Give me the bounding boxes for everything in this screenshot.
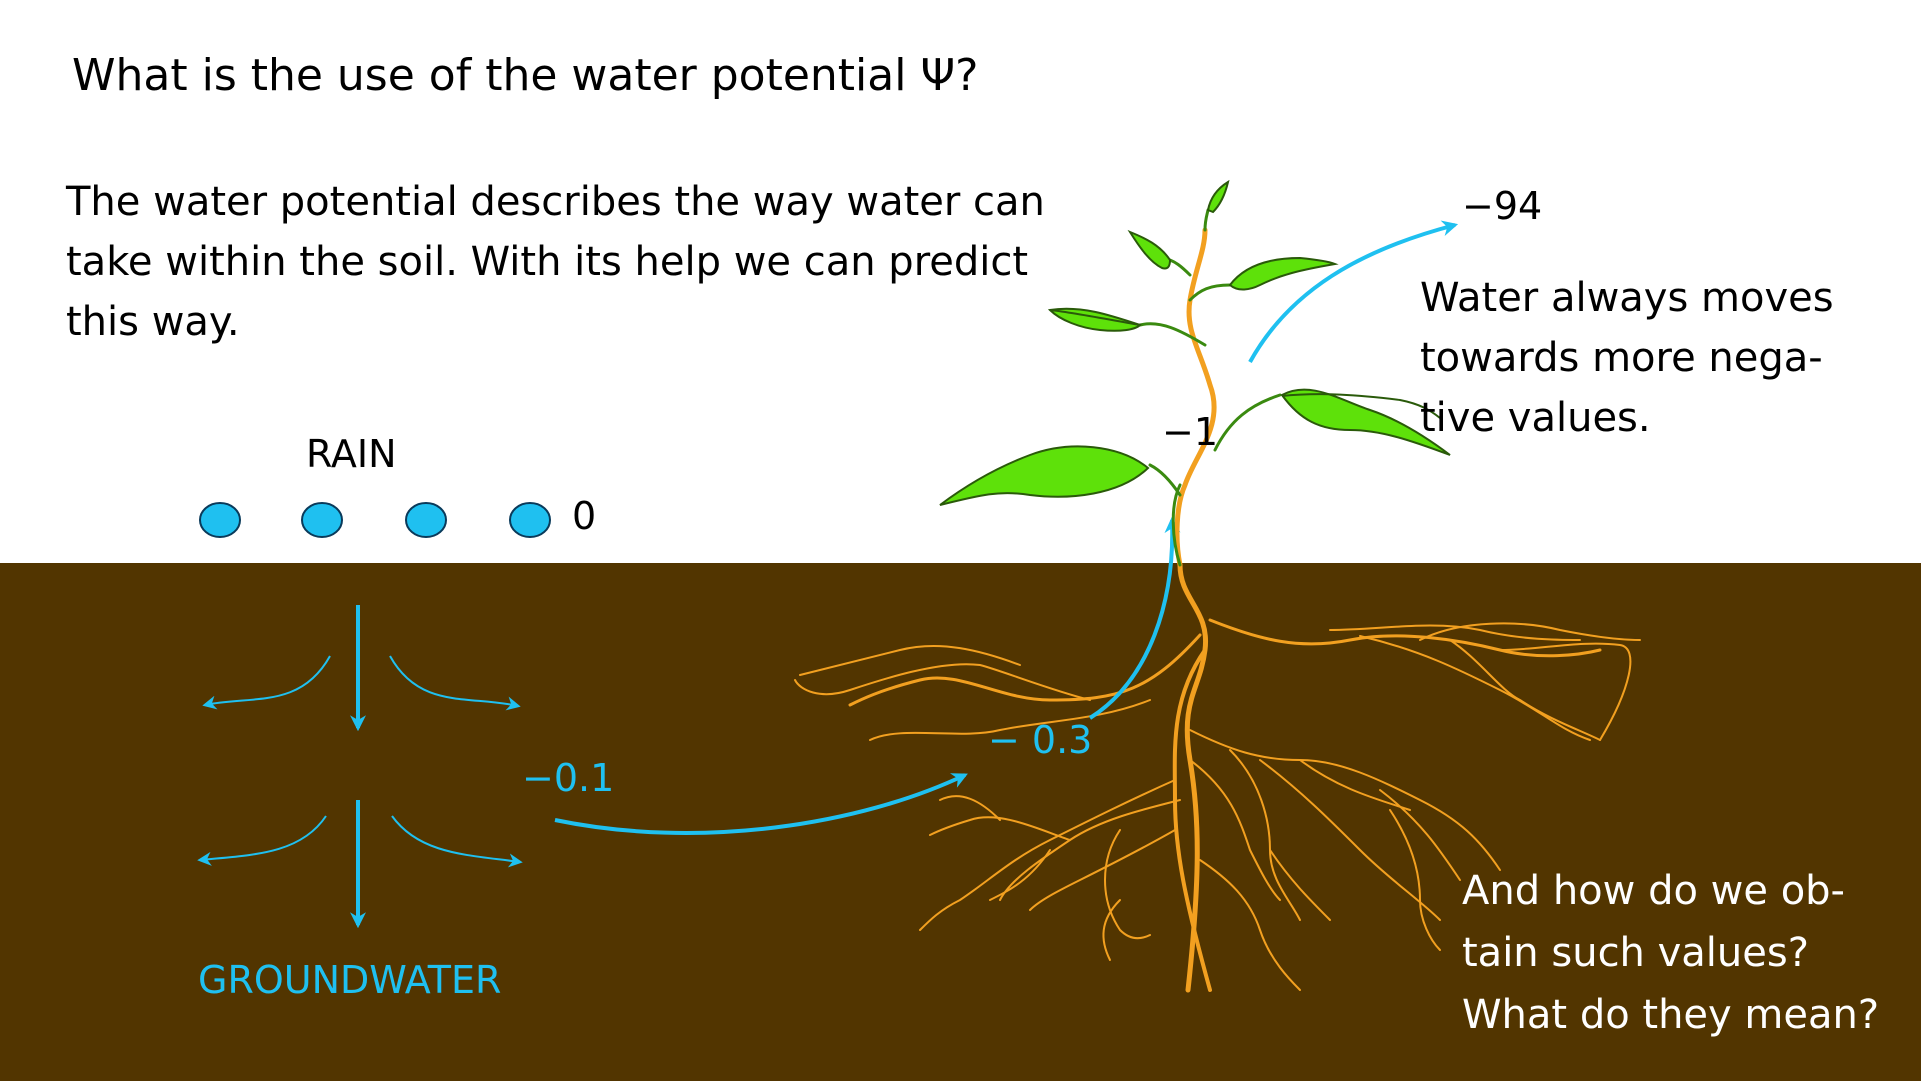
rule-line: Water always moves bbox=[1420, 275, 1834, 321]
groundwater-label: GROUNDWATER bbox=[198, 958, 502, 1002]
rain-drop bbox=[509, 502, 551, 538]
rain-drop bbox=[199, 502, 241, 538]
psi-root-value: − 0.3 bbox=[988, 718, 1093, 762]
soil-to-root-arrow bbox=[554, 773, 968, 835]
rain-drops bbox=[199, 502, 551, 538]
leaf bbox=[1127, 229, 1172, 270]
question-line: tain such values? bbox=[1462, 930, 1809, 976]
question-line: And how do we ob- bbox=[1462, 868, 1845, 914]
leaf bbox=[939, 445, 1150, 506]
plant-stem bbox=[1138, 208, 1282, 568]
infiltration-arrows bbox=[197, 605, 523, 929]
question-text: And how do we ob- tain such values? What… bbox=[1462, 860, 1902, 1046]
leaf bbox=[1280, 388, 1451, 456]
rain-drop bbox=[301, 502, 343, 538]
question-line: What do they mean? bbox=[1462, 992, 1880, 1038]
root-to-stem-arrow bbox=[1088, 516, 1181, 720]
leaf bbox=[1047, 307, 1142, 332]
intro-line: take within the soil. With its help we c… bbox=[66, 239, 1029, 285]
rain-drop bbox=[405, 502, 447, 538]
root-system bbox=[794, 562, 1641, 993]
spread-arrow bbox=[197, 815, 327, 866]
stem-to-air-arrow bbox=[1248, 220, 1459, 363]
psi-rain-value: 0 bbox=[572, 494, 597, 538]
psi-stem-value: −1 bbox=[1162, 410, 1219, 454]
leaf bbox=[1281, 393, 1441, 419]
leaf bbox=[1049, 309, 1141, 326]
rule-line: tive values. bbox=[1420, 395, 1651, 441]
intro-text: The water potential describes the way wa… bbox=[66, 172, 1046, 352]
intro-line: this way. bbox=[66, 299, 240, 345]
rule-line: towards more nega- bbox=[1420, 335, 1823, 381]
spread-arrow bbox=[391, 815, 523, 868]
rule-text: Water always moves towards more nega- ti… bbox=[1420, 268, 1860, 448]
plant-leaves bbox=[939, 179, 1451, 506]
psi-soil-value: −0.1 bbox=[522, 756, 615, 800]
leaf bbox=[1206, 179, 1230, 214]
spread-arrow bbox=[202, 655, 331, 710]
intro-line: The water potential describes the way wa… bbox=[66, 179, 1045, 225]
spread-arrow bbox=[389, 655, 521, 711]
rain-label: RAIN bbox=[306, 432, 397, 476]
leaf bbox=[1228, 256, 1339, 291]
psi-air-value: −94 bbox=[1462, 184, 1543, 228]
slide-title: What is the use of the water potential Ψ… bbox=[72, 50, 979, 101]
